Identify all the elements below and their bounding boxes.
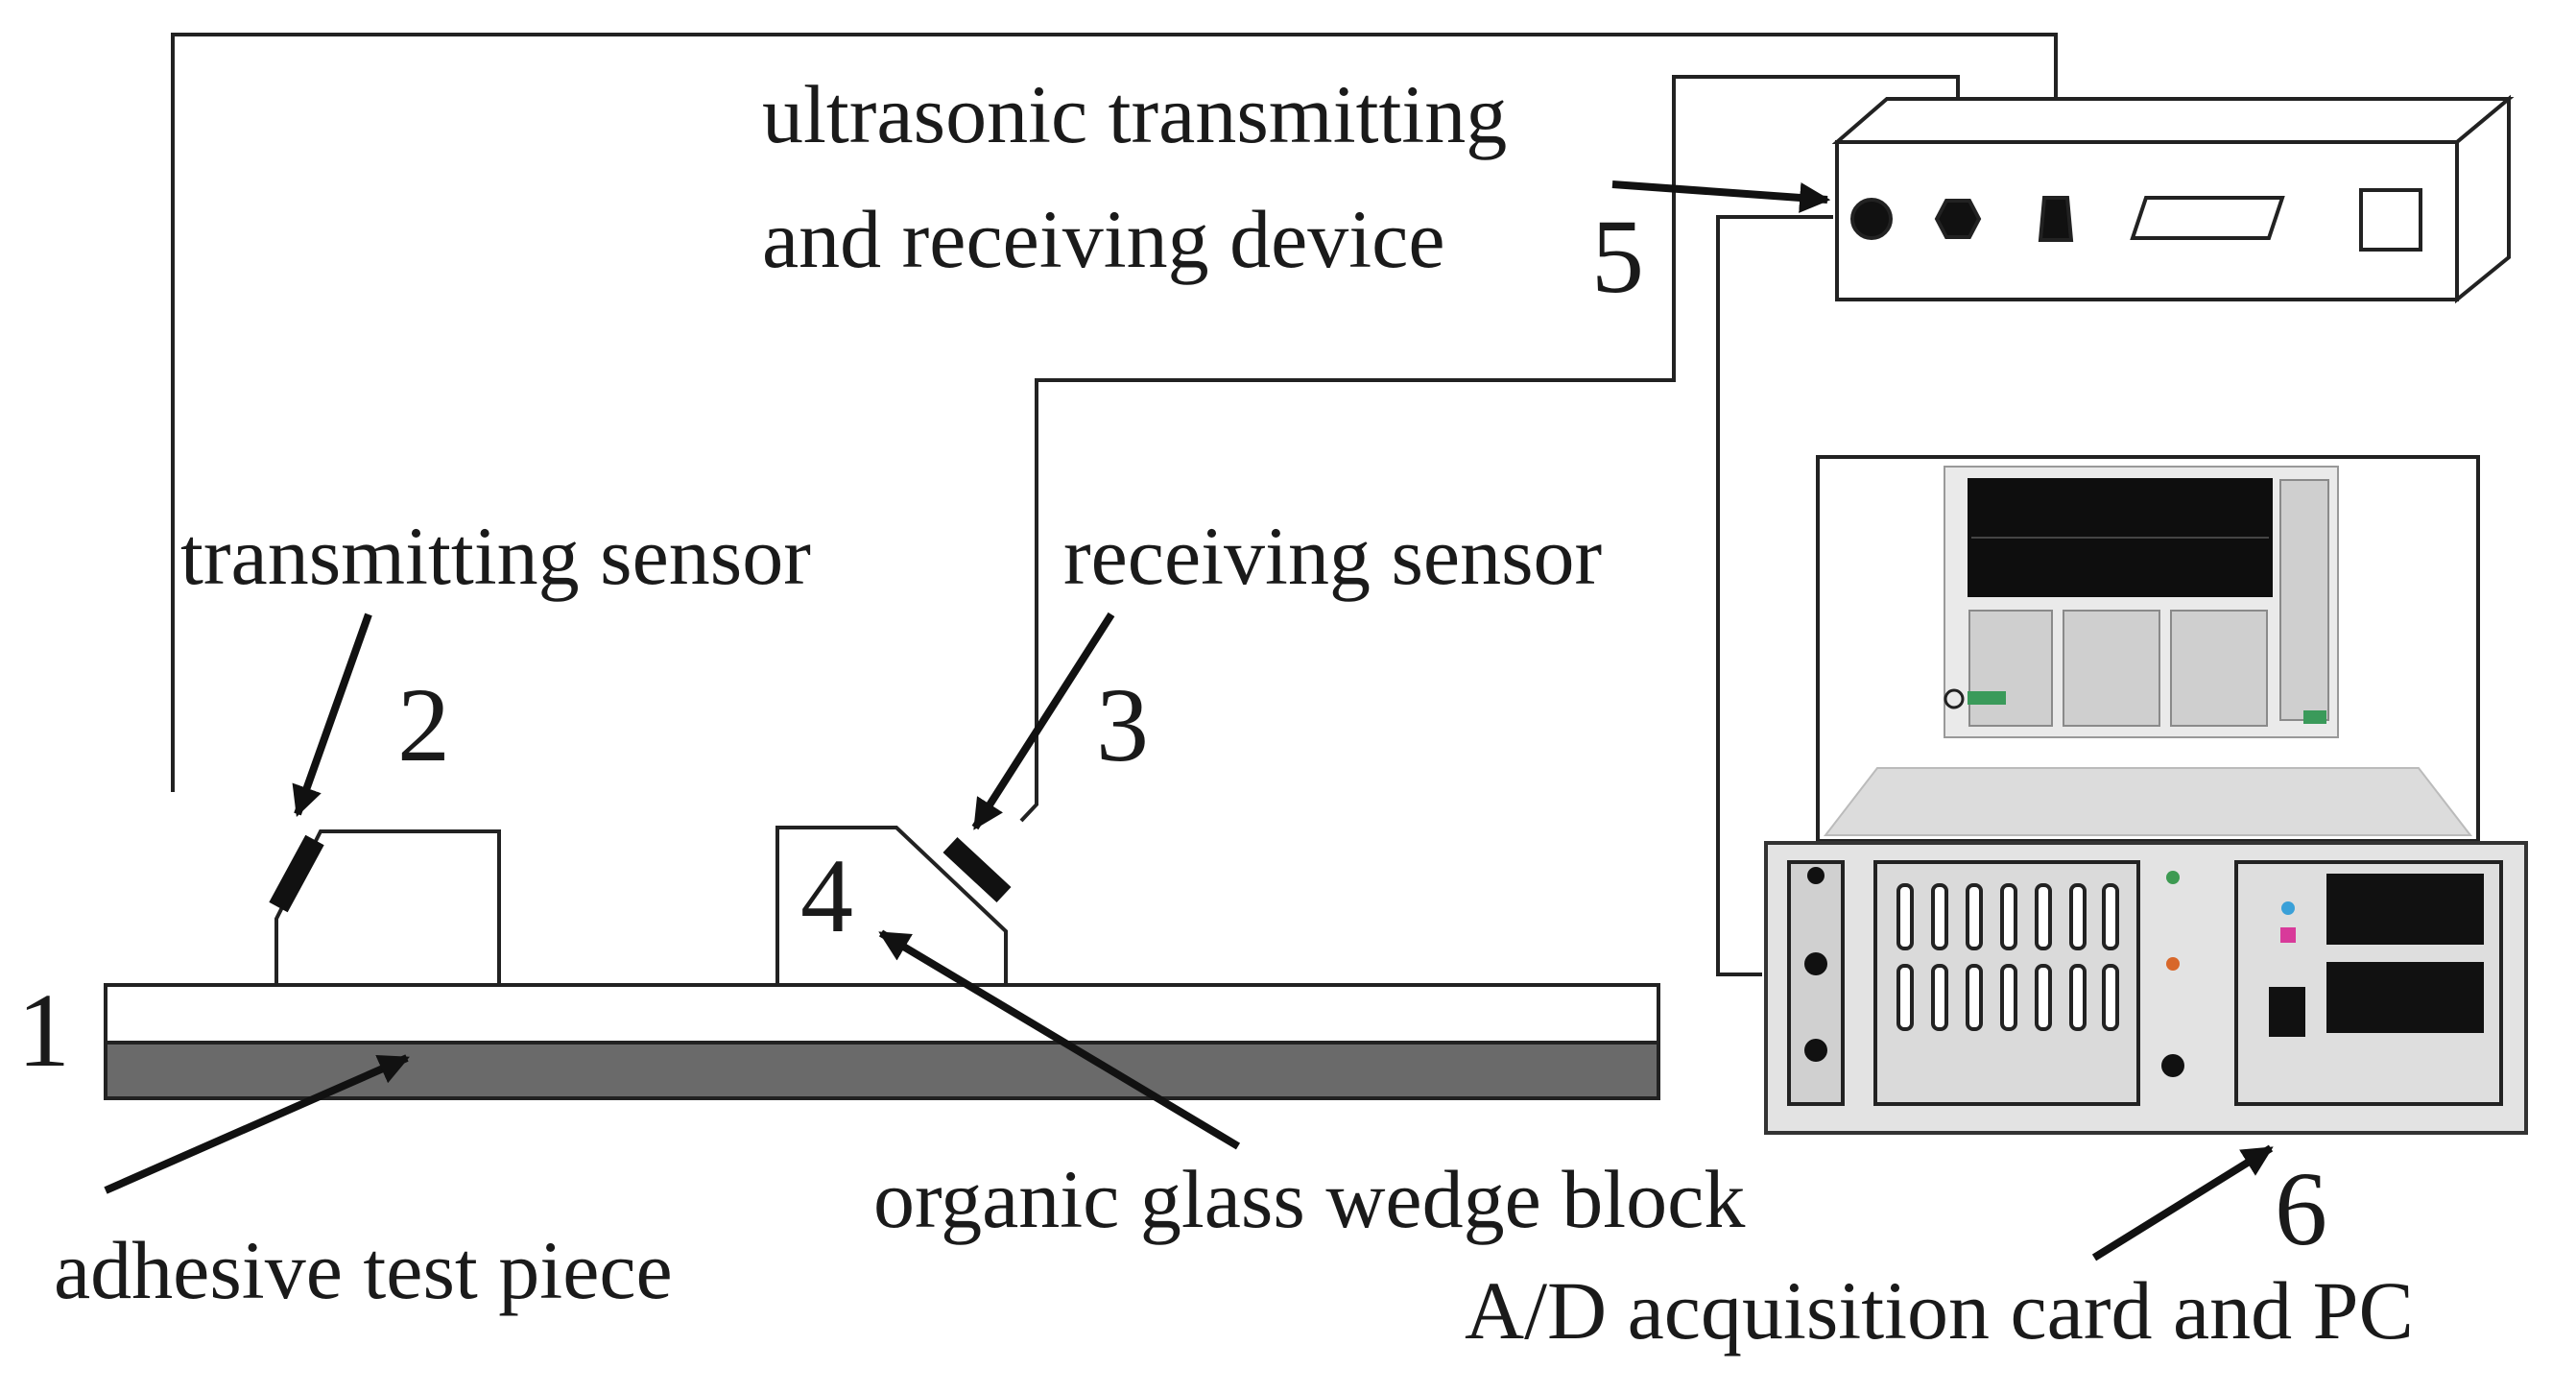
device-label-line-1: ultrasonic transmitting <box>762 68 1507 160</box>
receiving-sensor-label: receiving sensor <box>1063 510 1602 602</box>
test-piece-top-layer <box>104 983 1660 1045</box>
pc-left-knob-3 <box>1804 1039 1827 1062</box>
screen-controls <box>1968 479 2329 727</box>
device-display-slot <box>2130 196 2285 240</box>
pc-slot-grid <box>1896 883 2119 1031</box>
transmitting-sensor <box>269 834 324 913</box>
device-button <box>2359 188 2422 252</box>
pc-power-button <box>2161 1054 2184 1077</box>
pc-blue-port <box>2281 901 2295 915</box>
pc-acquisition-system <box>1764 455 2528 1135</box>
transmitter-wedge <box>274 829 501 987</box>
device-connector-1 <box>1850 198 1893 240</box>
receiving-sensor-arrow <box>971 612 1115 830</box>
leader-arrows <box>104 180 2274 1261</box>
adhesive-test-piece <box>104 983 1660 1100</box>
device-top-face <box>1831 97 2515 144</box>
transmitting-sensor-number: 2 <box>397 666 450 783</box>
receiving-sensor <box>942 836 1012 903</box>
pc-left-knob-1 <box>1807 867 1825 884</box>
pc-left-bay <box>1787 860 1845 1106</box>
wedge-block-number: 4 <box>800 837 853 954</box>
pc-orange-led <box>2166 957 2180 971</box>
daq-cable <box>1716 215 1833 976</box>
ultrasonic-device <box>1831 94 2515 304</box>
keyboard-area <box>1823 767 2473 836</box>
receiving-sensor-number: 3 <box>1096 666 1149 783</box>
screen-marker <box>1944 688 1965 709</box>
device-number: 5 <box>1591 198 1644 315</box>
transmitting-sensor-label: transmitting sensor <box>180 510 811 602</box>
pc-drive-2 <box>2326 962 2484 1033</box>
pc-small-slot <box>2269 987 2305 1037</box>
test-piece-label: adhesive test piece <box>54 1224 673 1316</box>
wedge-block-label: organic glass wedge block <box>873 1153 1745 1245</box>
device-arrow <box>1611 180 1831 213</box>
transmitting-sensor-arrow <box>292 612 372 818</box>
pc-pink-port <box>2280 927 2296 943</box>
device-connector-3 <box>2038 196 2074 242</box>
test-piece-number: 1 <box>17 972 70 1089</box>
wedge-block-arrow <box>878 929 1241 1150</box>
acquisition-arrow <box>2091 1144 2274 1261</box>
acquisition-label: A/D acquisition card and PC <box>1465 1264 2414 1357</box>
receiver-cable <box>1019 75 1960 823</box>
pc-left-knob-2 <box>1804 952 1827 975</box>
test-piece-arrow <box>104 1054 410 1194</box>
acquisition-number: 6 <box>2275 1150 2327 1267</box>
pc-drive-1 <box>2326 874 2484 945</box>
device-label-line-2: and receiving device <box>762 193 1445 285</box>
pc-green-led <box>2166 871 2180 884</box>
device-connector-2 <box>1934 199 1982 239</box>
test-piece-adhesive-layer <box>104 1041 1660 1100</box>
